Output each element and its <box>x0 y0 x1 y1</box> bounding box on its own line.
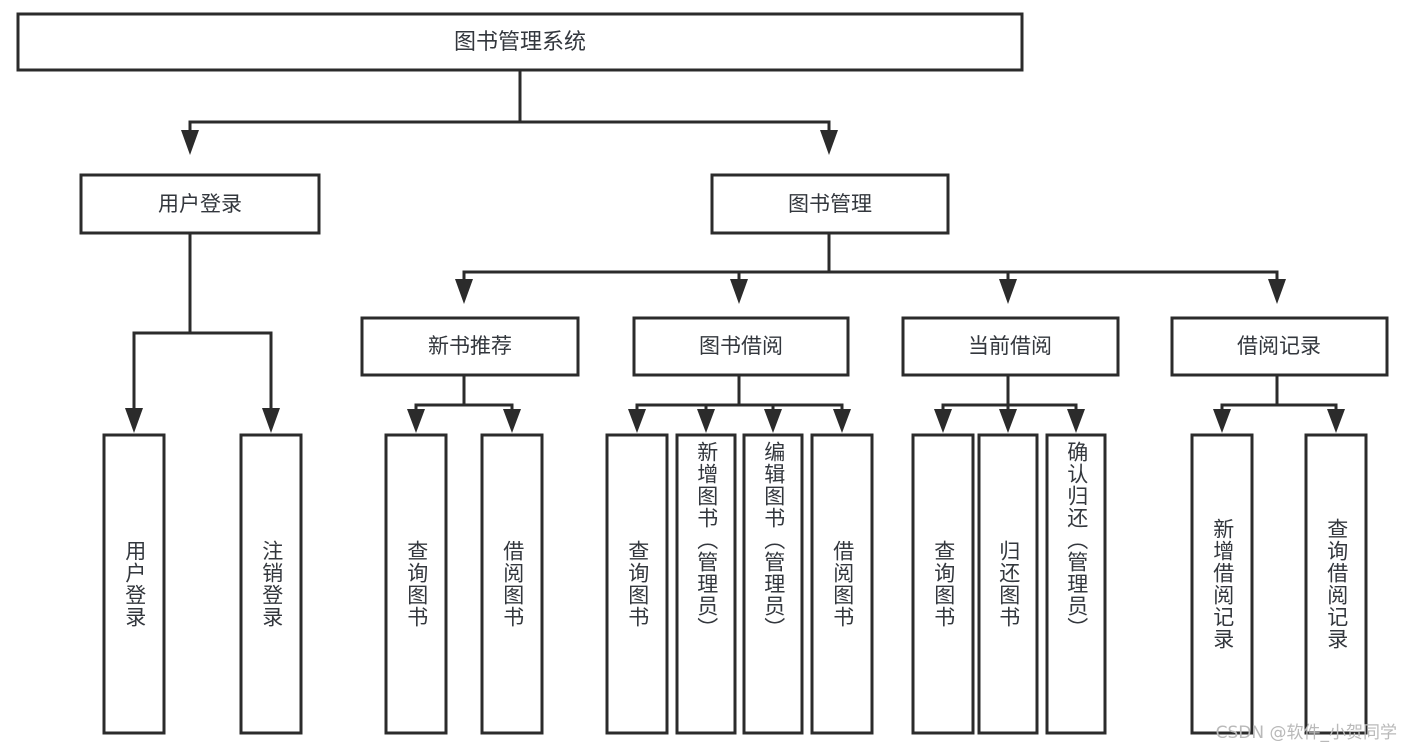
node-borrow-record[interactable]: 借阅记录 <box>1170 316 1389 377</box>
node-leaf-borrow-book-1-box[interactable] <box>480 433 544 735</box>
arrowhead-borrow-record <box>1268 279 1286 304</box>
node-current-borrow[interactable]: 当前借阅 <box>901 316 1120 377</box>
connector-bb-to-add-book <box>704 375 741 410</box>
node-root-box[interactable] <box>16 12 1024 72</box>
node-leaf-query-book-1-box[interactable] <box>384 433 448 735</box>
connector-nbr-to-query-book <box>414 375 466 410</box>
arrowhead-leaf-query-book-1 <box>407 409 425 433</box>
arrowhead-leaf-user-login <box>125 408 143 433</box>
node-leaf-query-book-2-box[interactable] <box>605 433 669 735</box>
arrowhead-user-login <box>181 130 199 155</box>
connector-br-to-query-record <box>1275 375 1338 410</box>
node-leaf-edit-book-box[interactable] <box>742 433 804 735</box>
connector-group-book-borrow <box>628 375 851 433</box>
arrowhead-leaf-query-record <box>1327 409 1345 433</box>
connector-ul-to-leaf-logout <box>188 233 273 408</box>
connector-root-to-book-management <box>518 70 831 132</box>
node-new-book-recommend-box[interactable] <box>360 316 580 377</box>
node-leaf-logout-login-box[interactable] <box>239 433 303 735</box>
connector-root-to-user-login <box>188 70 522 132</box>
node-user-login[interactable]: 用户登录 <box>79 173 321 235</box>
node-borrow-record-label: 借阅记录 <box>1237 334 1321 358</box>
node-book-borrow-box[interactable] <box>632 316 850 377</box>
node-leaf-return-book-box[interactable] <box>977 433 1039 735</box>
arrowhead-leaf-edit-book <box>764 409 782 433</box>
connector-bm-to-borrow-record <box>827 233 1279 280</box>
arrowhead-book-management <box>820 130 838 155</box>
leaf-nodes-group <box>102 433 1368 735</box>
connector-cb-to-confirm-return <box>1006 375 1078 410</box>
node-book-management-box[interactable] <box>710 173 950 235</box>
arrowhead-leaf-borrow-book-2 <box>833 409 851 433</box>
node-book-management-label: 图书管理 <box>788 192 872 216</box>
csdn-watermark: CSDN @软件_小贺同学 <box>1215 723 1397 743</box>
connector-bm-to-book-borrow <box>737 233 831 280</box>
node-root[interactable]: 图书管理系统 <box>16 12 1024 72</box>
connector-nbr-to-borrow-book <box>462 375 514 410</box>
node-leaf-confirm-return-box[interactable] <box>1045 433 1107 735</box>
connector-group-current-borrow <box>934 375 1085 433</box>
arrowhead-leaf-confirm-return <box>1067 409 1085 433</box>
connector-group-book-management <box>455 233 1286 304</box>
arrowhead-leaf-add-record <box>1213 409 1231 433</box>
arrowhead-leaf-query-book-2 <box>628 409 646 433</box>
node-user-login-box[interactable] <box>79 173 321 235</box>
arrowhead-current-borrow <box>999 279 1017 304</box>
arrowhead-leaf-query-book-3 <box>934 409 952 433</box>
connector-br-to-add-record <box>1220 375 1279 410</box>
connector-group-borrow-record <box>1213 375 1345 433</box>
node-new-book-recommend-label: 新书推荐 <box>428 334 512 358</box>
node-root-label: 图书管理系统 <box>454 30 586 55</box>
node-leaf-borrow-book-2-box[interactable] <box>810 433 874 735</box>
node-current-borrow-box[interactable] <box>901 316 1120 377</box>
node-leaf-query-record-box[interactable] <box>1304 433 1368 735</box>
node-leaf-query-book-3-box[interactable] <box>911 433 975 735</box>
connector-bb-to-borrow-book <box>737 375 844 410</box>
connector-group-new-book-recommend <box>407 375 521 433</box>
arrowhead-book-borrow <box>730 279 748 304</box>
node-book-management[interactable]: 图书管理 <box>710 173 950 235</box>
node-user-login-label: 用户登录 <box>158 192 242 216</box>
node-new-book-recommend[interactable]: 新书推荐 <box>360 316 580 377</box>
connector-ul-to-leaf-user-login <box>132 233 192 408</box>
node-leaf-add-book-box[interactable] <box>675 433 737 735</box>
arrowhead-leaf-borrow-book-1 <box>503 409 521 433</box>
arrowhead-leaf-return-book <box>999 409 1017 433</box>
arrowhead-new-book-recommend <box>455 279 473 304</box>
node-book-borrow[interactable]: 图书借阅 <box>632 316 850 377</box>
node-current-borrow-label: 当前借阅 <box>968 334 1052 358</box>
connector-group-root <box>181 70 838 155</box>
connector-group-user-login <box>125 233 280 433</box>
node-leaf-add-record-box[interactable] <box>1190 433 1254 735</box>
node-leaf-user-login-box[interactable] <box>102 433 166 735</box>
arrowhead-leaf-add-book <box>697 409 715 433</box>
connector-cb-to-query-book <box>941 375 1010 410</box>
node-book-borrow-label: 图书借阅 <box>699 334 783 358</box>
node-borrow-record-box[interactable] <box>1170 316 1389 377</box>
arrowhead-leaf-logout-login <box>262 408 280 433</box>
